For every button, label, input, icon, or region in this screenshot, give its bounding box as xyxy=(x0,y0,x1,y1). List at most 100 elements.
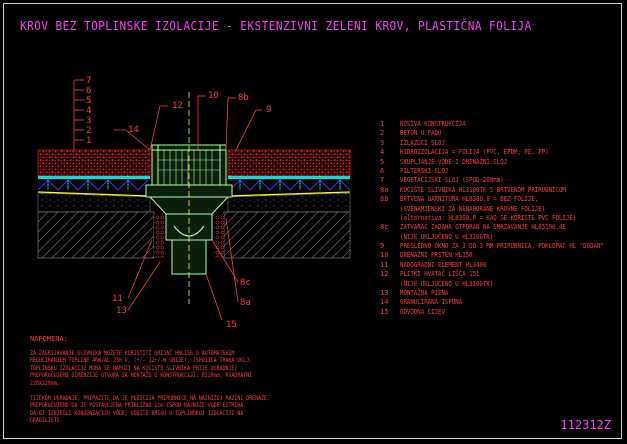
callout-4: 4 xyxy=(86,106,91,116)
callout-5: 5 xyxy=(86,96,91,106)
drainage-cyan-accents xyxy=(47,180,341,190)
legend-item: 12 PLITKI HVATAČ LIŠĆA 151 xyxy=(380,270,620,279)
legend-number: 1 xyxy=(380,120,385,128)
legend-number: 8b xyxy=(380,195,389,204)
legend-item: (NIJE UKLJUČENO U HL3100TK) xyxy=(380,280,620,289)
vegetation-layer-left xyxy=(37,149,151,177)
note-line: TOPLINSKU IZOLACIJU MORA SE NAPUZI NA KU… xyxy=(30,364,238,372)
note-line: REGULIRANJEM TOPLINE 40W/AL 230 V, (+/- … xyxy=(30,357,253,364)
legend-text: ODVODNA CIJEV xyxy=(400,307,445,316)
callout-9: 9 xyxy=(266,105,271,115)
membrane-right xyxy=(227,191,351,197)
callout-8b: 8b xyxy=(238,93,249,103)
legend-number: 5 xyxy=(380,157,385,166)
legend-number: 12 xyxy=(380,270,389,279)
legend-text: IZLAZUĆI SLOJ xyxy=(400,138,445,147)
legend-number: 8a xyxy=(380,185,389,194)
callout-7: 7 xyxy=(86,76,91,86)
legend-text: NADOGRADNI ELEMENT HL3400 xyxy=(400,260,487,269)
drawing-code: 112312Z xyxy=(560,418,611,432)
notes: NAPOMENA: ZA ZAGRIJAVANJE SLIVNIKA MOŽET… xyxy=(30,335,360,425)
layer-leaders xyxy=(73,79,262,321)
legend-item: 7 VEGETACIJSKI SLOJ (SPOD 200mm) xyxy=(380,176,620,185)
legend-text: GRANULIRANA ISPUNA xyxy=(400,298,463,307)
callout-12: 12 xyxy=(172,101,183,111)
drawing-frame xyxy=(3,3,622,439)
legend-text: (alternativa: HL8300.P = KAO SE KORISTE … xyxy=(400,213,577,222)
legend-number: 3 xyxy=(380,138,385,147)
drawing-title: KROV BEZ TOPLINSKE IZOLACIJE - EKSTENZIV… xyxy=(20,19,532,33)
legend-text: MONTAŽNA PJENA xyxy=(400,289,449,298)
legend-number: 11 xyxy=(380,260,389,269)
note-line: 220X220mm. xyxy=(30,379,60,387)
callout-10: 10 xyxy=(208,91,219,101)
legend-item: 2 BETON U PADU xyxy=(380,129,620,138)
legend-text: (NIJE UKLJUČENO U HL3100TK) xyxy=(400,279,494,288)
legend-text: DRENAŽNI PRSTEN HL150 xyxy=(400,251,473,260)
membrane-left xyxy=(37,191,151,197)
legend-item: (alternativa: HL8300.P = KAO SE KORISTE … xyxy=(380,214,620,223)
legend-item: 14 GRANULIRANA ISPUNA xyxy=(380,298,620,307)
legend-item: (NIJE UKLJUČENO U HL3100TK) xyxy=(380,233,620,242)
legend-text: FILTERSKI SLOJ xyxy=(400,166,449,175)
callout-13: 13 xyxy=(116,306,127,316)
note-line: GRADILIŠTU. xyxy=(30,417,63,424)
legend-number: 14 xyxy=(380,298,389,307)
callout-8c: 8c xyxy=(240,278,251,288)
legend-text: BRTVENA GARNITURA HL8300.0 = BEZ FOLIJE, xyxy=(400,195,539,204)
legend-item: 3 IZLAZUĆI SLOJ xyxy=(380,139,620,148)
legend-item: 1 NOSIVA KONSTRUKCIJA xyxy=(380,120,620,129)
legend-text: BETON U PADU xyxy=(400,129,442,138)
legend-number: 13 xyxy=(380,289,389,298)
legend: 1 NOSIVA KONSTRUKCIJA 2 BETON U PADU 3 IZLAZU… xyxy=(380,120,620,317)
vegetation-layer-right xyxy=(227,149,351,177)
legend-item: 6 FILTERSKI SLOJ xyxy=(380,167,620,176)
structural-slab-left xyxy=(37,211,155,259)
callout-11: 11 xyxy=(112,294,123,304)
legend-number: 4 xyxy=(380,148,385,157)
mounting-foam-left xyxy=(154,214,164,258)
mounting-foam-right xyxy=(214,214,224,258)
note-line: DA BI IZBJEGLI KONDENZACIJU VODE, VODITE… xyxy=(30,409,244,417)
note-line: ZA ZAGRIJAVANJE SLIVNIKA MOŽETE KORISTIT… xyxy=(30,349,235,357)
legend-text: NOSIVA KONSTRUKCIJA xyxy=(400,120,466,128)
legend-number: 8c xyxy=(380,223,389,232)
callout-3: 3 xyxy=(86,116,91,126)
note-line xyxy=(30,387,301,395)
callout-6: 6 xyxy=(86,86,91,96)
legend-item: 8b BRTVENA GARNITURA HL8300.0 = BEZ FOLIJ… xyxy=(380,195,620,204)
drainage-layer xyxy=(37,179,351,191)
note-line: PREPORUČUJEMO DIMENZIJE OTVORA ZA MONTAŽ… xyxy=(30,372,253,379)
callout-15: 15 xyxy=(226,320,237,330)
legend-text: PREGLEDNO OKNO ZA 3 DO 3 MM PRIRUBNICA, … xyxy=(400,242,604,251)
legend-item: 8a KUĆIŠTE SLIVNIKA HL3100TK S BRTVENOM P… xyxy=(380,186,620,195)
legend-text: (SVENAMJENSKI ZA NENABORANE KROVNE FOLIJ… xyxy=(400,204,546,213)
legend-item: 11 NADOGRADNI ELEMENT HL3400 xyxy=(380,261,620,270)
legend-text: VEGETACIJSKI SLOJ (SPOD 200mm) xyxy=(400,176,504,185)
legend-number: 7 xyxy=(380,176,385,185)
callout-2: 2 xyxy=(86,126,91,136)
structural-slab-right xyxy=(223,211,351,259)
notes-body: ZA ZAGRIJAVANJE SLIVNIKA MOŽETE KORISTIT… xyxy=(30,350,360,425)
notes-heading: NAPOMENA: xyxy=(30,335,68,343)
legend-text: PLITKI HVATAČ LIŠĆA 151 xyxy=(400,270,480,279)
legend-number: 6 xyxy=(380,166,385,175)
callout-14: 14 xyxy=(128,125,139,135)
filter-layer-left xyxy=(38,176,150,179)
legend-text: (NIJE UKLJUČENO U HL3100TK) xyxy=(400,232,494,241)
legend-item: 13 MONTAŽNA PJENA xyxy=(380,289,620,298)
callout-1: 1 xyxy=(86,136,91,146)
legend-text: HIDROIZOLACIJA = FOLIJA (PVC, EPDM, PE, … xyxy=(400,148,549,157)
legend-item: 4 HIDROIZOLACIJA = FOLIJA (PVC, EPDM, PE,… xyxy=(380,148,620,157)
filter-layer-right xyxy=(228,176,350,179)
legend-text: KUĆIŠTE SLIVNIKA HL3100TK S BRTVENOM PRI… xyxy=(400,185,566,194)
legend-item: (SVENAMJENSKI ZA NENABORANE KROVNE FOLIJ… xyxy=(380,205,620,214)
legend-number: 2 xyxy=(380,129,385,138)
note-line: PREPORUČUJEMO DA JE POSTAVLJENA PRIBLIŽN… xyxy=(30,402,247,409)
